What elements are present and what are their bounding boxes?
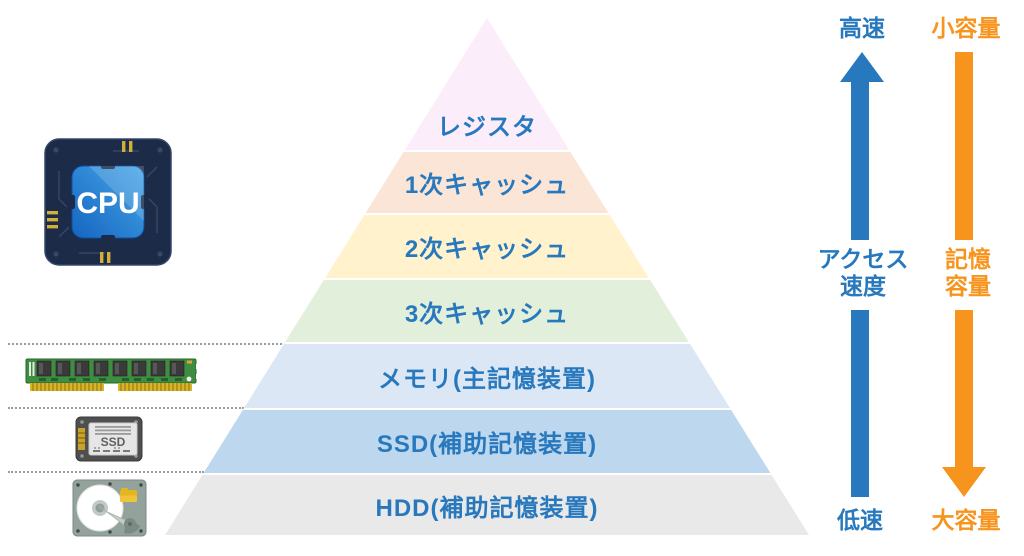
capacity-axis-middle-line1: 記憶 — [945, 246, 991, 272]
pyramid-section-7: HDD(補助記憶装置) — [165, 473, 809, 535]
capacity-arrow-down-icon — [942, 467, 986, 497]
pyramid-section-label: メモリ(主記憶装置) — [378, 365, 596, 393]
pyramid-section-label: HDD(補助記憶装置) — [375, 494, 599, 522]
memory-connector-line — [8, 343, 286, 345]
capacity-axis-top-label: 小容量 — [931, 15, 1001, 41]
capacity-axis-middle-line2: 容量 — [945, 273, 991, 299]
pyramid-section-2: 1次キャッシュ — [165, 150, 809, 213]
capacity-axis-middle-label: 記憶 容量 — [906, 246, 1024, 300]
speed-axis-top-label: 高速 — [839, 15, 885, 41]
ssd-connector-line — [8, 407, 244, 409]
pyramid-section-5: メモリ(主記憶装置) — [165, 342, 809, 408]
capacity-axis-bottom-label: 大容量 — [931, 507, 1001, 533]
pyramid-section-6: SSD(補助記憶装置) — [165, 408, 809, 473]
pyramid-section-1: レジスタ — [165, 18, 809, 150]
speed-axis-bottom-label: 低速 — [837, 507, 883, 533]
speed-arrow-bar — [851, 80, 869, 240]
pyramid-section-4: 3次キャッシュ — [165, 278, 809, 342]
circuit-traces — [58, 150, 158, 254]
hdd-drive-icon — [72, 479, 147, 537]
pyramid-section-label: 1次キャッシュ — [404, 172, 570, 199]
pyramid-section-label: SSD(補助記憶装置) — [376, 431, 598, 458]
ssd-drive-icon: SSD — [75, 416, 143, 462]
hdd-actuator-arm — [98, 505, 140, 534]
pyramid-section-3: 2次キャッシュ — [165, 213, 809, 278]
ram-gold-pins — [30, 383, 192, 391]
ram-chips — [36, 360, 185, 377]
capacity-arrow-bar — [955, 52, 973, 240]
speed-axis-middle-line2: 速度 — [840, 273, 886, 299]
ram-memory-icon — [25, 358, 200, 391]
pyramid-section-label: レジスタ — [437, 114, 537, 141]
cpu-chip-icon: CPU — [44, 138, 172, 266]
hdd-connector-line — [8, 471, 204, 473]
ram-small-chips — [39, 378, 182, 381]
speed-axis-middle-label: アクセス 速度 — [801, 246, 925, 300]
pyramid-section-label: 3次キャッシュ — [404, 300, 570, 328]
speed-arrow-bar — [851, 310, 869, 497]
capacity-arrow-bar — [955, 310, 973, 467]
folder-icon — [120, 488, 137, 502]
pyramid-section-label: 2次キャッシュ — [404, 236, 570, 263]
speed-axis-middle-line1: アクセス — [817, 246, 909, 272]
memory-hierarchy-pyramid: レジスタ 1次キャッシュ 2次キャッシュ 3次キャッシュメモリ(主記憶装置) SSD(補… — [165, 18, 809, 535]
cpu-icon-label: CPU — [76, 187, 139, 220]
speed-arrow-up-icon — [840, 52, 884, 82]
ssd-connector — [78, 428, 85, 450]
cpu-gold-pins — [47, 141, 133, 263]
ssd-icon-label: SSD — [101, 435, 126, 449]
